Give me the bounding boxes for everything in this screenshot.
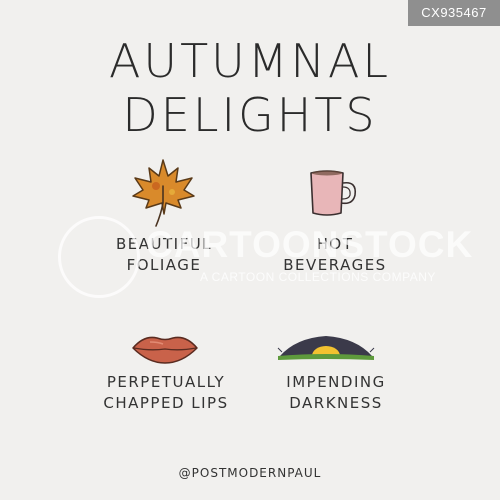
mug-icon <box>310 170 357 216</box>
item-caption-beverages: HOT BEVERAGES <box>270 234 400 276</box>
caption-line: CHAPPED LIPS <box>103 394 229 412</box>
lips-icon <box>132 336 198 364</box>
caption-line: IMPENDING <box>286 373 386 391</box>
item-caption-darkness: IMPENDING DARKNESS <box>266 372 406 414</box>
caption-line: HOT <box>316 235 354 253</box>
page-title: AUTUMNAL DELIGHTS <box>108 34 392 142</box>
item-caption-foliage: BEAUTIFUL FOLIAGE <box>104 234 224 276</box>
sunset-icon <box>277 336 375 360</box>
image-id-badge: CX935467 <box>408 0 500 26</box>
maple-leaf-icon <box>132 159 195 227</box>
artist-credit: @POSTMODERNPAUL <box>178 466 322 480</box>
caption-line: BEAUTIFUL <box>115 235 213 253</box>
item-caption-chapped-lips: PERPETUALLY CHAPPED LIPS <box>96 372 236 414</box>
caption-line: FOLIAGE <box>126 256 202 274</box>
caption-line: BEVERAGES <box>283 256 387 274</box>
caption-line: PERPETUALLY <box>106 373 226 391</box>
caption-line: DARKNESS <box>289 394 383 412</box>
